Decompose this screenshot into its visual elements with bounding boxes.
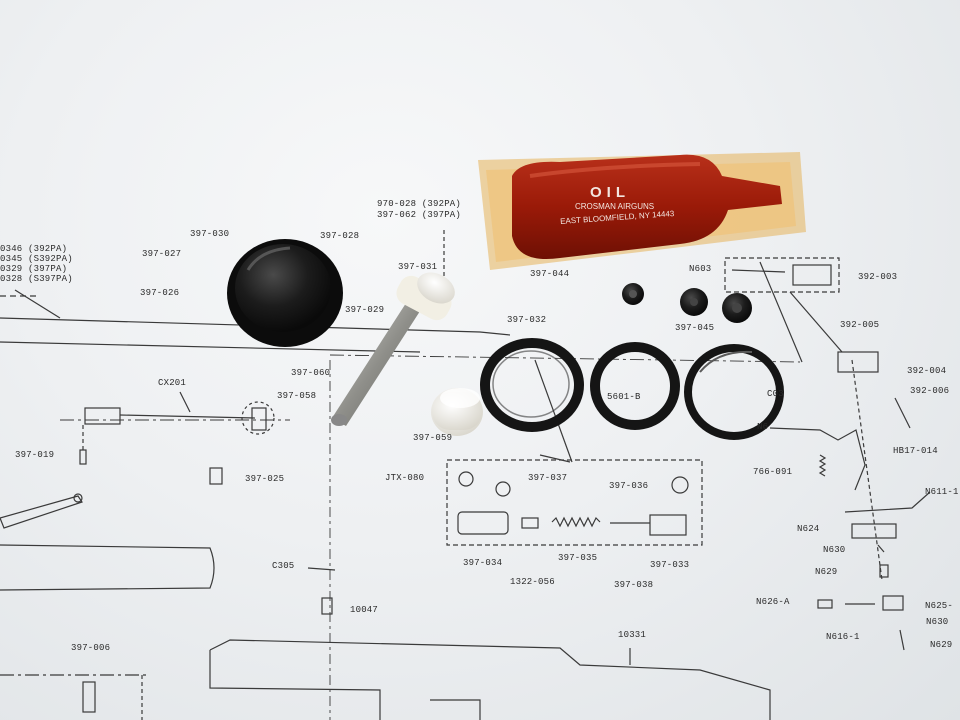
- label-N603: N603: [689, 264, 712, 274]
- label-397-027: 397-027: [142, 249, 182, 259]
- label-397-034: 397-034: [463, 558, 503, 568]
- label-1322-056: 1322-056: [510, 577, 555, 587]
- label-0329: 0329 (397PA): [0, 264, 68, 274]
- small-seals: [622, 283, 752, 323]
- oil-brand: CROSMAN AIRGUNS: [575, 202, 655, 211]
- label-N611-1: N611-1: [925, 487, 959, 497]
- label-N626-A: N626-A: [756, 597, 790, 607]
- label-392-003: 392-003: [858, 272, 898, 282]
- label-397-045: 397-045: [675, 323, 715, 333]
- label-C03: C03: [767, 389, 784, 399]
- label-397-058: 397-058: [277, 391, 317, 401]
- label-5601-B: 5601-B: [607, 392, 641, 402]
- label-392-006: 392-006: [910, 386, 950, 396]
- label-392-005: 392-005: [840, 320, 880, 330]
- label-N6: N6: [757, 422, 769, 432]
- label-397-044: 397-044: [530, 269, 570, 279]
- label-N629-lower: N629: [930, 640, 953, 650]
- label-397-028: 397-028: [320, 231, 360, 241]
- label-397-062: 397-062 (397PA): [377, 210, 462, 220]
- label-N630-lower: N630: [926, 617, 949, 627]
- label-397-026: 397-026: [140, 288, 180, 298]
- label-970-028: 970-028 (392PA): [377, 199, 462, 209]
- label-397-036: 397-036: [609, 481, 649, 491]
- label-10331: 10331: [618, 630, 647, 640]
- label-397-033: 397-033: [650, 560, 690, 570]
- label-397-029: 397-029: [345, 305, 385, 315]
- label-397-006: 397-006: [71, 643, 111, 653]
- white-plug: [431, 388, 483, 436]
- label-0346: 0346 (392PA): [0, 244, 68, 254]
- label-N616-1: N616-1: [826, 632, 860, 642]
- label-N630: N630: [823, 545, 846, 555]
- label-C305: C305: [272, 561, 295, 571]
- label-0328: 0328 (S397PA): [0, 274, 73, 284]
- piston-assembly: [331, 272, 455, 426]
- label-392-004: 392-004: [907, 366, 947, 376]
- label-0345: 0345 (S392PA): [0, 254, 73, 264]
- o-rings: [480, 338, 784, 440]
- label-397-030: 397-030: [190, 229, 230, 239]
- label-N629: N629: [815, 567, 838, 577]
- label-397-019: 397-019: [15, 450, 55, 460]
- label-397-059: 397-059: [413, 433, 453, 443]
- label-397-031: 397-031: [398, 262, 438, 272]
- label-397-038: 397-038: [614, 580, 654, 590]
- oil-title: OIL: [590, 184, 630, 201]
- label-397-032: 397-032: [507, 315, 547, 325]
- pump-cup-seal: [227, 239, 343, 347]
- label-JTX-080: JTX-080: [385, 473, 425, 483]
- label-N624: N624: [797, 524, 820, 534]
- label-397-035: 397-035: [558, 553, 598, 563]
- label-397-037: 397-037: [528, 473, 568, 483]
- label-CX201: CX201: [158, 378, 187, 388]
- label-397-025: 397-025: [245, 474, 285, 484]
- label-N625: N625-: [925, 601, 954, 611]
- label-HB17-014: HB17-014: [893, 446, 938, 456]
- label-397-060: 397-060: [291, 368, 331, 378]
- oil-packet: [478, 152, 806, 270]
- label-766-091: 766-091: [753, 467, 793, 477]
- label-10047: 10047: [350, 605, 379, 615]
